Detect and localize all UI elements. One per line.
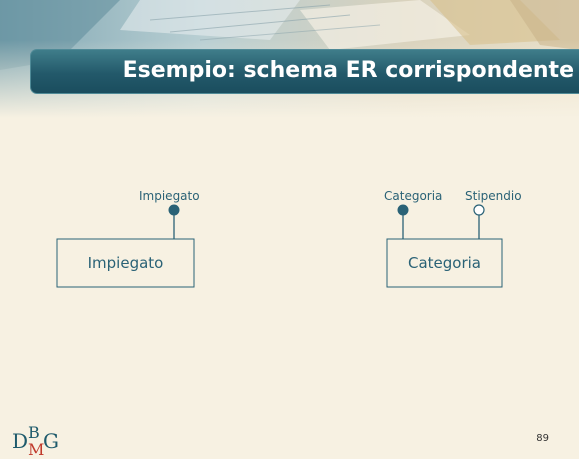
attribute-label-impiegato: Impiegato [139,189,200,203]
svg-text:G: G [43,429,59,453]
entity-label-categoria: Categoria [407,254,481,272]
page-number: 89 [536,433,549,444]
svg-text:D: D [12,429,28,453]
attribute-dot-stipendio [473,204,485,216]
entity-box-impiegato [56,238,195,288]
svg-text:M: M [28,440,44,456]
title-bar: Esempio: schema ER corrispondente [30,49,579,94]
identifier-dot-categoria [397,204,409,216]
entity-box-categoria [386,238,503,288]
entity-categoria [386,204,503,288]
attribute-label-stipendio: Stipendio [465,189,522,203]
svg-text:B: B [28,423,40,442]
identifier-dot-impiegato [168,204,180,216]
attribute-label-categoria: Categoria [384,189,443,203]
entity-label-impiegato: Impiegato [87,254,164,272]
page-title: Esempio: schema ER corrispondente [122,58,574,83]
header-banner: Esempio: schema ER corrispondente [0,0,579,118]
dbmg-logo: D B M G [12,423,59,456]
entity-impiegato [56,204,195,288]
